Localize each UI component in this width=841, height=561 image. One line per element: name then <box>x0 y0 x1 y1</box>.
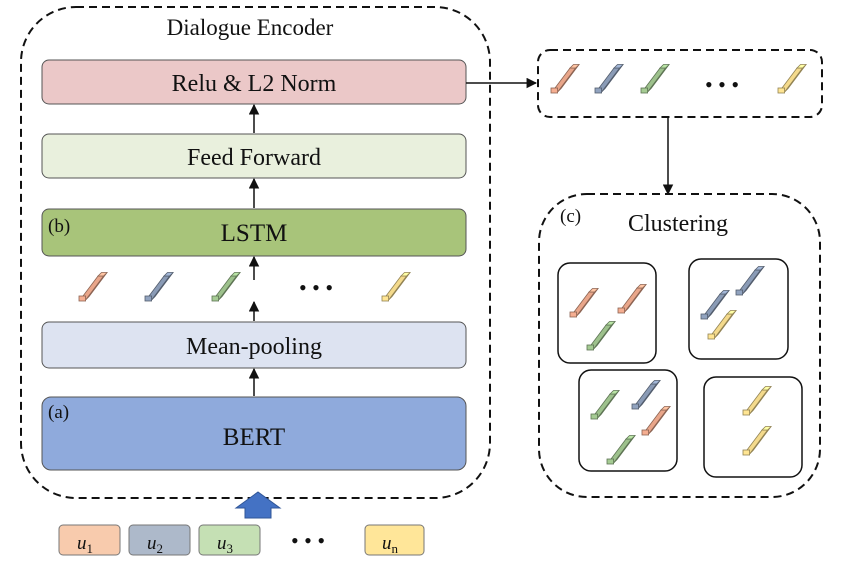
cluster-vector-icon <box>742 386 773 416</box>
output-vector-icon <box>550 64 581 94</box>
clustering-title: Clustering <box>628 211 728 237</box>
svg-text:un: un <box>382 533 399 556</box>
bert-label: BERT <box>223 424 285 451</box>
embedding-vector-icon <box>211 272 242 302</box>
utterance-u3: u3 <box>198 524 261 556</box>
cluster-vector-icon <box>742 426 773 456</box>
cluster-vector-icon <box>617 284 648 314</box>
cluster-vector-icon <box>569 288 600 318</box>
output-vector-icon <box>777 64 808 94</box>
cluster-vector-icon <box>641 406 672 436</box>
utterance-u2-base: u <box>147 533 157 554</box>
cluster-vector-icon <box>700 290 731 320</box>
svg-text:u3: u3 <box>217 533 233 556</box>
bert-marker: (a) <box>48 402 69 423</box>
embedding-vector-icon <box>381 272 412 302</box>
encoder-ellipsis: • • • <box>299 275 333 300</box>
embedding-vector-icon <box>78 272 109 302</box>
utterance-u1-sub: 1 <box>87 541 94 556</box>
cluster-box-4 <box>703 376 803 478</box>
utterance-u3-sub: 3 <box>227 541 234 556</box>
cluster-vector-icon <box>606 435 637 465</box>
output-vector-icon <box>640 64 671 94</box>
utterance-u1-base: u <box>77 533 87 554</box>
cluster-vector-icon <box>586 321 617 351</box>
cluster-vector-icon <box>735 266 766 296</box>
mean-pooling-label: Mean-pooling <box>186 334 322 360</box>
utterance-un-sub: n <box>392 541 399 556</box>
cluster-vector-icon <box>631 380 662 410</box>
utterance-u2: u2 <box>128 524 191 556</box>
utterance-un: un <box>364 524 425 556</box>
output-vectors-container <box>537 49 823 118</box>
cluster-vector-icon <box>590 390 621 420</box>
lstm-label: LSTM <box>221 220 288 247</box>
relu-norm-label: Relu & L2 Norm <box>172 71 337 97</box>
cluster-box-2 <box>688 258 789 360</box>
cluster-box-3 <box>578 369 678 472</box>
input-arrow <box>234 491 282 519</box>
utterance-u1: u1 <box>58 524 121 556</box>
clustering-marker: (c) <box>560 206 581 227</box>
output-ellipsis: • • • <box>705 72 739 97</box>
cluster-vector-icon <box>707 310 738 340</box>
output-vector-icon <box>594 64 625 94</box>
dialogue-encoder-title: Dialogue Encoder <box>167 15 334 40</box>
bert-layer <box>41 396 467 471</box>
svg-text:u1: u1 <box>77 533 93 556</box>
utterance-u3-base: u <box>217 533 227 554</box>
utterance-u2-sub: 2 <box>157 541 164 556</box>
lstm-marker: (b) <box>48 216 70 237</box>
utterance-un-base: u <box>382 533 392 554</box>
embedding-vector-icon <box>144 272 175 302</box>
feed-forward-label: Feed Forward <box>187 145 321 171</box>
svg-text:u2: u2 <box>147 533 163 556</box>
clustering-container <box>538 193 821 498</box>
cluster-box-1 <box>557 262 657 364</box>
utterance-ellipsis: • • • <box>291 528 325 553</box>
